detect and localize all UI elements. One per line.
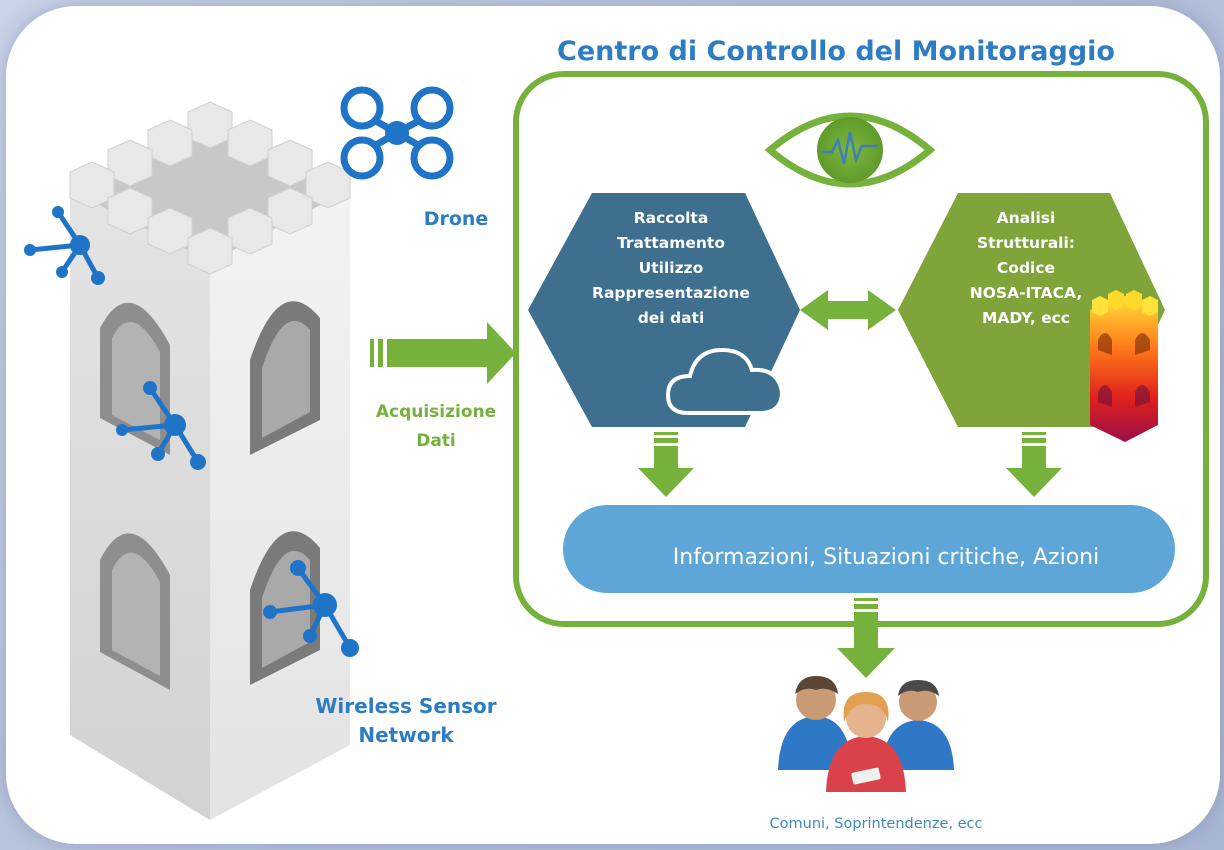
hexagon-text-line: Strutturali: [976,234,1076,252]
data-hexagon-text: Raccolta Trattamento Utilizzo Rappresent… [566,206,776,331]
down-arrow-icon [1006,432,1062,497]
hexagon-text-line: Analisi [996,209,1056,227]
users-icon [778,676,954,792]
cloud-icon [665,347,785,415]
sensor-node-icon [24,206,105,285]
acquisition-arrow-icon [370,322,516,384]
acquisition-label: Acquisizione Dati [361,398,511,456]
output-bar [563,505,1175,593]
wsn-label-line: Wireless Sensor [315,694,497,718]
acquisition-label-line: Dati [416,431,456,451]
hexagon-text-line: Utilizzo [638,259,704,277]
eye-icon [764,112,936,188]
output-bar-label: Informazioni, Situazioni critiche, Azion… [672,545,1100,570]
down-arrow-icon [638,432,694,497]
sensor-node-icon [263,560,359,657]
hexagon-text-line: Codice [996,259,1056,277]
hexagon-text-line: Rappresentazione [592,284,750,302]
hexagon-text-line: MADY, ecc [982,309,1070,327]
control-center-title: Centro di Controllo del Monitoraggio [557,36,1115,67]
sensor-node-icon [116,381,206,470]
drone-label: Drone [423,208,489,230]
hexagon-text-line: dei dati [637,309,705,327]
tower-model-icon [1090,290,1158,442]
acquisition-label-line: Acquisizione [375,402,497,422]
diagram-card: Centro di Controllo del Monitoraggio Dro… [6,6,1220,844]
analysis-hexagon-text: Analisi Strutturali: Codice NOSA-ITACA, … [931,206,1121,331]
wsn-label-line: Network [358,723,454,747]
hexagon-text-line: Raccolta [633,209,709,227]
users-arrow-icon [837,598,895,678]
tower-illustration [69,101,351,820]
hexagon-text-line: NOSA-ITACA, [969,284,1083,302]
hexagon-text-line: Trattamento [616,234,725,252]
users-label: Comuni, Soprintendenze, ecc [769,816,983,832]
diagram-canvas [24,71,1209,820]
bidirectional-arrow-icon [800,290,896,330]
drone-icon [340,86,454,180]
wsn-label: Wireless Sensor Network [276,692,536,750]
